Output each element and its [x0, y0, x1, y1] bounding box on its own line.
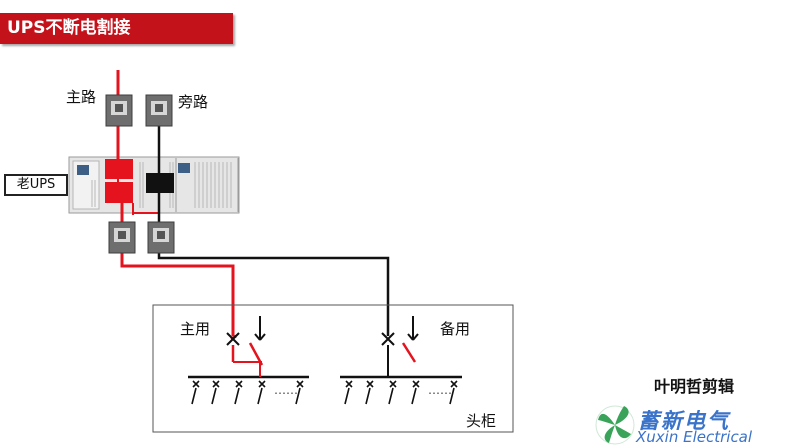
- old-ups-label: 老UPS: [4, 174, 68, 196]
- breaker-main-input: [105, 94, 133, 127]
- head-cabinet-frame: [152, 304, 514, 433]
- brand-english-name: Xuxin Electrical: [636, 428, 753, 446]
- rectifier-module-top: [105, 159, 133, 179]
- standby-use-label: 备用: [440, 320, 471, 338]
- main-use-label: 主用: [180, 320, 211, 338]
- bypass-road-label: 旁路: [178, 93, 209, 111]
- ellipsis-right: ……: [428, 383, 452, 397]
- main-road-label: 主路: [66, 88, 97, 106]
- page-title: UPS不断电割接: [0, 13, 233, 44]
- brand-logo-icon: [595, 405, 635, 445]
- breaker-output-1: [108, 221, 136, 254]
- rectifier-module-bottom: [105, 182, 133, 203]
- switch-group-main: [188, 316, 309, 405]
- watermark-title: 叶明哲剪辑: [654, 377, 735, 396]
- switch-group-standby: [340, 316, 462, 405]
- brand-name: 蓄新电气: [638, 409, 730, 433]
- ellipsis-left: ……: [274, 383, 298, 397]
- bypass-power-line: [157, 125, 390, 336]
- head-cabinet-label: 头柜: [466, 412, 497, 430]
- bypass-module: [146, 173, 174, 193]
- breaker-output-2: [147, 221, 175, 254]
- breaker-bypass-input: [145, 94, 173, 127]
